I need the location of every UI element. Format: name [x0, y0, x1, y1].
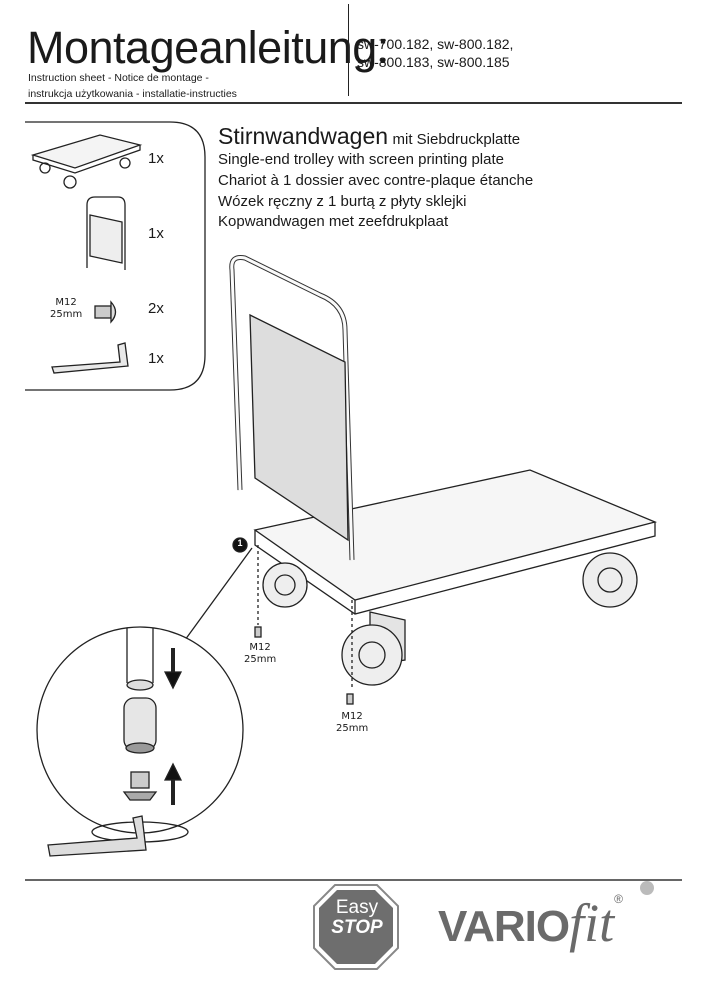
header-rule: [25, 102, 682, 104]
product-name: Stirnwandwagen: [218, 123, 389, 149]
part-qty-screw: 2x: [148, 300, 164, 317]
model-codes-line-2: sw-800.183, sw-800.185: [357, 54, 510, 70]
screw-size-label-length: 25mm: [50, 309, 83, 320]
end-panel-icon: [86, 196, 126, 270]
brand-dot: [640, 881, 654, 895]
product-name-pl: Wózek ręczny z 1 burtą z płyty sklejki: [218, 193, 467, 210]
subtitle-line-1: Instruction sheet - Notice de montage -: [28, 72, 209, 84]
easystop-text-stop: STOP: [331, 917, 383, 938]
product-name-suffix: mit Siebdruckplatte: [392, 131, 521, 148]
screw-icon: [94, 300, 117, 324]
product-name-fr: Chariot à 1 dossier avec contre-plaque é…: [218, 172, 534, 189]
product-title: Stirnwandwagen mit Siebdruckplatte: [218, 123, 520, 150]
part-qty-panel: 1x: [148, 225, 164, 242]
screw-label-left: M12 25mm: [244, 642, 276, 666]
header-divider: [348, 4, 349, 96]
easystop-text-easy: Easy: [335, 897, 379, 918]
screw-label-right: M12 25mm: [336, 711, 368, 735]
variofit-logo: VARIOfit®: [438, 892, 623, 954]
subtitle-line-2: instrukcja użytkowania - installatie-ins…: [28, 88, 237, 100]
part-qty-key: 1x: [148, 350, 164, 367]
parts-box: [25, 121, 206, 391]
product-name-nl: Kopwandwagen met zeefdrukplaat: [218, 213, 449, 230]
brand-fit: fit: [569, 893, 615, 953]
detail-circle: [36, 626, 244, 857]
model-codes-line-1: sw-700.182, sw-800.182,: [357, 36, 514, 52]
trolley-drawing: [229, 255, 658, 705]
screw-size-label: M12 25mm: [50, 297, 82, 321]
allen-key-icon: [51, 342, 129, 374]
brand-main: VARIO: [438, 902, 570, 951]
product-name-en: Single-end trolley with screen printing …: [218, 151, 504, 168]
part-qty-base: 1x: [148, 150, 164, 167]
step-badge: [232, 537, 248, 553]
screw-label-left-length: 25mm: [244, 654, 277, 665]
screw-label-left-thread: M12: [249, 642, 271, 653]
step-number: 1: [237, 538, 243, 548]
screw-label-right-thread: M12: [341, 711, 363, 722]
trolley-base-icon: [30, 134, 143, 189]
page-title: Montageanleitung:: [27, 22, 389, 73]
screw-size-label-thread: M12: [55, 297, 77, 308]
registered-mark: ®: [614, 892, 623, 906]
screw-label-right-length: 25mm: [336, 723, 369, 734]
easystop-text: Easy STOP: [322, 898, 392, 938]
